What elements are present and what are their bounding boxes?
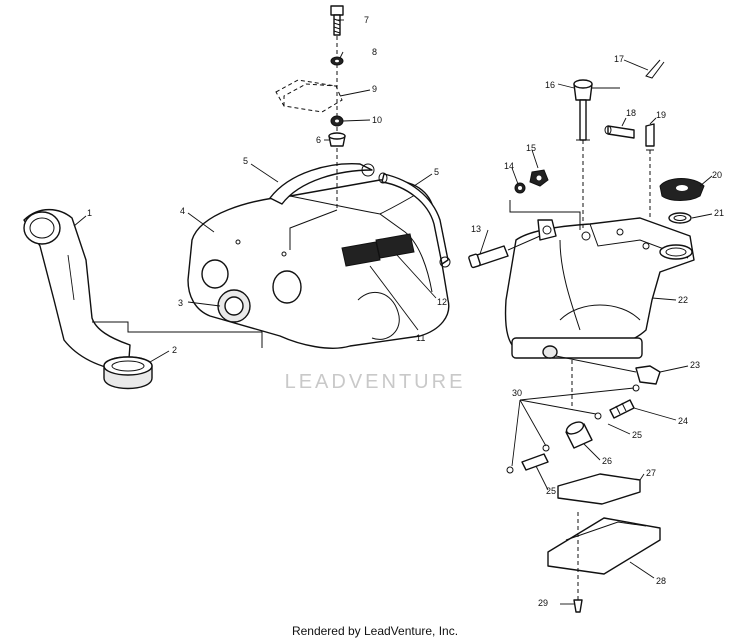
- callout-29: 29: [538, 598, 548, 608]
- part-27-strap: [557, 473, 641, 505]
- callout-23: 23: [690, 360, 700, 370]
- callout-12: 12: [437, 297, 447, 307]
- callout-19: 19: [656, 110, 666, 120]
- callout-16: 16: [545, 80, 555, 90]
- callout-21: 21: [714, 208, 724, 218]
- callout-15: 15: [526, 143, 536, 153]
- part-5-hose-right: [378, 172, 451, 268]
- part-16-dipstick: [573, 79, 620, 230]
- callout-25b: 25: [546, 486, 556, 496]
- part-5-hose-left: [269, 163, 375, 205]
- callout-4: 4: [180, 206, 185, 216]
- part-23-fitting: [635, 365, 661, 385]
- callout-13: 13: [471, 224, 481, 234]
- footer-credit: Rendered by LeadVenture, Inc.: [291, 624, 459, 638]
- callout-22: 22: [678, 295, 688, 305]
- callout-25a: 25: [632, 430, 642, 440]
- part-18-vent-hose: [604, 125, 635, 139]
- part-30-clamps: [506, 384, 640, 474]
- callout-28: 28: [656, 576, 666, 586]
- line-23: [555, 355, 637, 373]
- callout-3: 3: [178, 298, 183, 308]
- callout-10: 10: [372, 115, 382, 125]
- callout-20: 20: [712, 170, 722, 180]
- part-6-grommet: [328, 132, 346, 147]
- part-8-washer: [330, 56, 344, 66]
- part-25-hose-lower: [521, 453, 549, 471]
- callout-18: 18: [626, 108, 636, 118]
- part-15-nut: [529, 169, 549, 187]
- callout-5b: 5: [434, 167, 439, 177]
- part-3-grommet: [217, 289, 251, 323]
- callout-labels: 1 2 3 4 5 5 6 7 8 9 10 11 12 13 14 15 16…: [87, 15, 724, 608]
- callout-7: 7: [364, 15, 369, 25]
- part-7-bolt: [330, 5, 344, 36]
- callout-14: 14: [504, 161, 514, 171]
- part-20-filler-cap: [659, 178, 705, 201]
- leader-lines: [73, 19, 713, 605]
- callout-11: 11: [416, 333, 425, 343]
- callout-5a: 5: [243, 156, 248, 166]
- part-21-gasket: [668, 212, 692, 224]
- callout-2: 2: [172, 345, 177, 355]
- part-22-oil-tank: [504, 217, 695, 359]
- bracket-line: [289, 209, 338, 250]
- callout-1: 1: [87, 208, 92, 218]
- part-13-bolt: [468, 235, 541, 269]
- leader-30: [511, 387, 635, 467]
- part-1-elbow-hose: [23, 208, 131, 373]
- part-2-outlet-ring: [103, 356, 153, 390]
- part-17-clip: [645, 59, 665, 79]
- part-24-hose: [609, 399, 635, 419]
- callout-24: 24: [678, 416, 688, 426]
- callout-8: 8: [372, 47, 377, 57]
- part-19-fitting: [645, 123, 655, 218]
- part-29-screw: [573, 599, 583, 613]
- callout-17: 17: [614, 54, 624, 64]
- bracket-line: [509, 200, 581, 230]
- part-14-washer: [514, 182, 526, 194]
- callout-9: 9: [372, 84, 377, 94]
- callout-6: 6: [316, 135, 321, 145]
- tank-mount-tab: [537, 219, 557, 241]
- callout-30: 30: [512, 388, 522, 398]
- part-9-damper: [275, 79, 343, 113]
- bracket-line: [92, 321, 263, 348]
- callout-27: 27: [646, 468, 656, 478]
- part-10-nut: [330, 115, 344, 127]
- part-28-bracket: [547, 517, 661, 575]
- callout-26: 26: [602, 456, 612, 466]
- watermark-text: LEADVENTURE: [285, 371, 466, 393]
- part-4-airbox: [187, 179, 450, 349]
- part-26-filter: [565, 421, 593, 449]
